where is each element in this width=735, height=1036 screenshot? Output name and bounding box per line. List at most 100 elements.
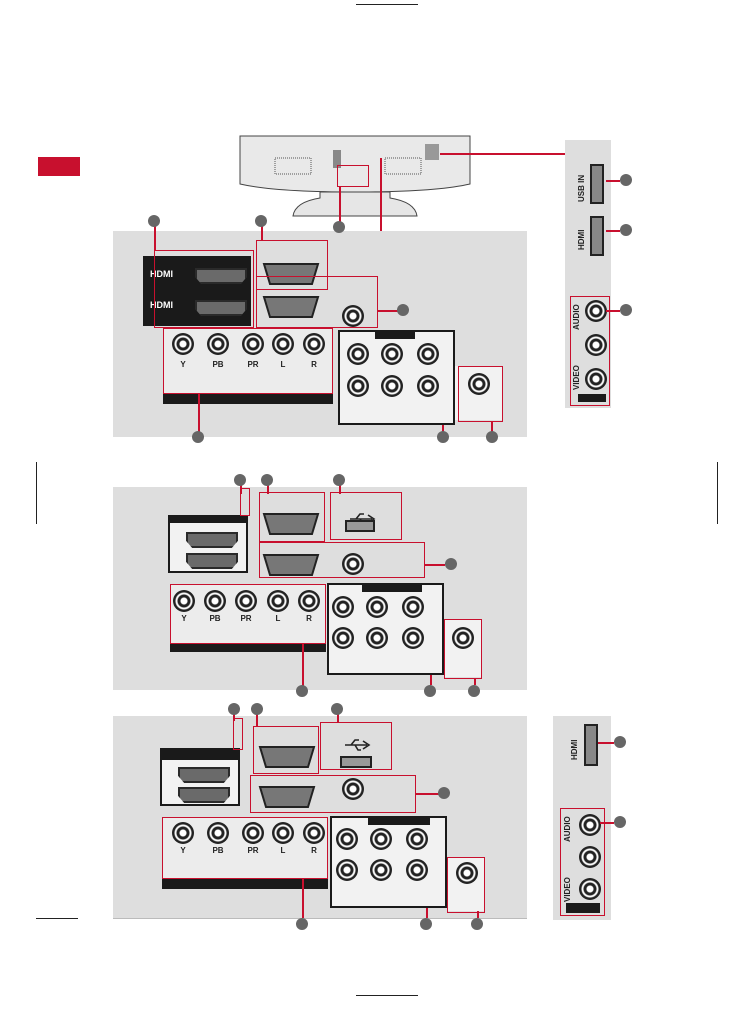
rgb-port-icon: [258, 746, 316, 768]
callout-marker: [234, 474, 246, 486]
callout-marker: [471, 918, 483, 930]
highlight-usb-3: [320, 722, 392, 770]
leader: [474, 679, 476, 685]
leader: [606, 230, 620, 232]
rca-jack-icon: [272, 333, 294, 355]
component-label-l: L: [280, 846, 286, 855]
callout-marker: [614, 736, 626, 748]
side-audio-label-2: AUDIO: [563, 816, 572, 842]
leader: [339, 484, 341, 494]
page-margin-line-bottom: [36, 918, 78, 919]
component-label-pr: PR: [247, 360, 259, 369]
rca-jack-icon: [579, 878, 601, 900]
highlight-pc-2: [259, 542, 425, 578]
rca-jack-icon: [347, 343, 369, 365]
leader: [154, 223, 156, 250]
rca-jack-icon: [298, 590, 320, 612]
callout-marker: [468, 685, 480, 697]
av-header-1: [375, 331, 415, 339]
rca-jack-icon: [242, 822, 264, 844]
callout-marker: [228, 703, 240, 715]
component-label-pb: PB: [209, 614, 221, 623]
rgb-port-icon: [262, 296, 320, 318]
rca-jack-icon: [172, 822, 194, 844]
rca-jack-icon: [579, 846, 601, 868]
rca-jack-icon: [406, 828, 428, 850]
rca-jack-icon: [242, 333, 264, 355]
callout-marker: [261, 474, 273, 486]
side-footer-2: [566, 903, 600, 913]
leader: [198, 394, 200, 432]
leader: [426, 908, 428, 919]
side-hdmi-label: HDMI: [577, 229, 586, 250]
callout-marker: [397, 304, 409, 316]
rca-jack-icon: [417, 343, 439, 365]
highlight-antenna-1: [458, 366, 503, 422]
hdmi-port-side-2: [584, 724, 598, 766]
rca-jack-icon: [585, 300, 607, 322]
hdmi-port-icon: [178, 787, 230, 803]
leader: [233, 713, 235, 721]
hdmi-label: HDMI: [150, 269, 173, 279]
rca-jack-icon: [579, 814, 601, 836]
component-label-pb: PB: [212, 846, 224, 855]
rca-jack-icon: [267, 590, 289, 612]
highlight-side-av: [570, 296, 610, 406]
callout-marker: [333, 474, 345, 486]
side-usb-label: USB IN: [577, 174, 586, 202]
highlight-usb-2: [330, 492, 402, 540]
leader: [240, 484, 242, 494]
callout-marker: [148, 215, 160, 227]
leader: [598, 742, 614, 744]
rca-jack-icon: [336, 828, 358, 850]
rca-jack-icon: [370, 828, 392, 850]
callout-marker: [620, 174, 632, 186]
leader: [606, 310, 620, 312]
page-margin-line-top: [36, 462, 37, 524]
page-header-rule: [356, 4, 418, 5]
side-video-label-2: VIDEO: [563, 877, 572, 902]
hdmi-port-icon: [195, 268, 247, 284]
rca-jack-icon: [468, 373, 490, 395]
leader: [425, 564, 445, 566]
tv-side-leader: [440, 153, 565, 155]
rca-jack-icon: [406, 859, 428, 881]
leader: [430, 675, 432, 685]
rca-jack-icon: [402, 627, 424, 649]
rca-jack-icon: [207, 822, 229, 844]
rca-jack-icon: [336, 859, 358, 881]
component-label-r: R: [311, 846, 317, 855]
component-label-r: R: [311, 360, 317, 369]
rca-jack-icon: [585, 334, 607, 356]
component-label-y: Y: [180, 360, 186, 369]
hdmi-label: HDMI: [150, 300, 173, 310]
callout-marker: [620, 224, 632, 236]
highlight-component-1: [163, 328, 333, 394]
side-audio-label: AUDIO: [572, 304, 581, 330]
rgb-port-icon: [262, 263, 320, 285]
rca-jack-icon: [370, 859, 392, 881]
hdmi-port-icon: [178, 767, 230, 783]
av-header-2: [362, 584, 422, 592]
side-video-label: VIDEO: [572, 365, 581, 390]
component-label-y: Y: [180, 846, 186, 855]
rgb-port-icon: [262, 513, 320, 535]
callout-marker: [445, 558, 457, 570]
hdmi-port-icon: [186, 553, 238, 569]
usb-port: [340, 756, 372, 768]
side-footer: [578, 394, 606, 402]
leader: [491, 422, 493, 435]
callout-marker: [620, 304, 632, 316]
callout-marker: [486, 431, 498, 443]
callout-marker: [296, 685, 308, 697]
usb-icon: [345, 739, 371, 751]
usb-port-side: [590, 164, 604, 204]
rca-jack-icon: [207, 333, 229, 355]
callout-marker: [333, 221, 345, 233]
highlight-component-3: [162, 817, 328, 879]
component-label-pr: PR: [247, 846, 259, 855]
callout-marker: [424, 685, 436, 697]
rca-jack-icon: [347, 375, 369, 397]
hdmi-port-side: [590, 216, 604, 256]
chapter-tab: [38, 157, 80, 176]
